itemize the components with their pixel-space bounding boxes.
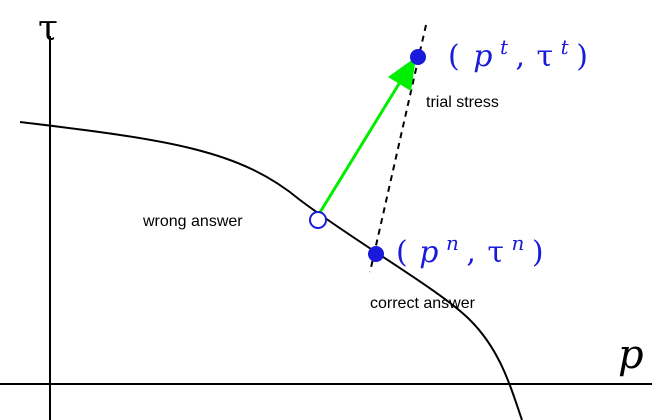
x-axis-label: p bbox=[618, 332, 644, 378]
correct-answer-annotation: correct answer bbox=[370, 295, 476, 312]
correct-answer-label: ( p n , τ n ) bbox=[396, 224, 544, 270]
wrong-answer-annotation: wrong answer bbox=[142, 213, 243, 230]
return-arrow-head bbox=[388, 57, 416, 91]
y-axis-label: τ bbox=[38, 8, 58, 49]
correct-answer-point bbox=[368, 246, 384, 262]
trial-stress-point bbox=[410, 49, 426, 65]
yield-curve bbox=[19, 121, 523, 420]
trial-stress-label: ( p t , τ t ) bbox=[448, 28, 588, 74]
return-arrow-shaft bbox=[317, 73, 407, 215]
projection-dashed-line bbox=[369, 24, 427, 273]
wrong-answer-point bbox=[309, 211, 327, 229]
trial-stress-annotation: trial stress bbox=[426, 94, 499, 111]
